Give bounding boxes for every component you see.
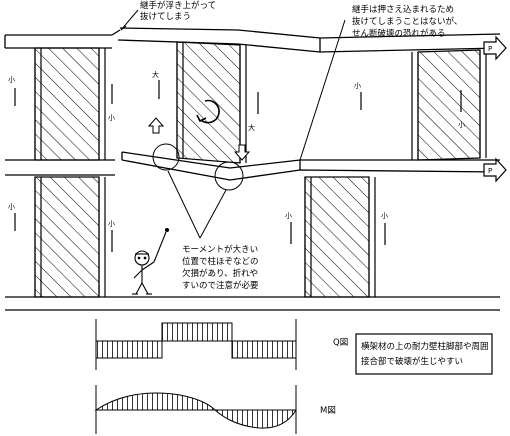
wall-panel-lower-left [34,176,100,298]
svg-text:位置で柱ほぞなどの: 位置で柱ほぞなどの [182,256,259,267]
wall-panel-upper-center [176,41,241,164]
load-label-middle: P [488,167,492,175]
svg-text:モーメントが大きい: モーメントが大きい [182,244,258,255]
size-markers [14,80,462,252]
svg-text:抜けてしまうことはないが、: 抜けてしまうことはないが、 [352,16,462,27]
large-label: 大 [248,123,255,132]
svg-text:接合部で破壊が生じやすい: 接合部で破壊が生じやすい [361,356,463,367]
leader-lines [120,9,346,239]
svg-text:継手が浮き上がって: 継手が浮き上がって [140,0,216,11]
small-label: 小 [108,113,115,122]
joint-circle-right [214,161,244,191]
moment-curve-lower [213,409,297,429]
svg-text:欠損があり、折れや: 欠損があり、折れや [182,268,258,279]
arrow-up-icon [147,117,165,134]
joint-circle-left [152,143,180,171]
svg-text:せん断破壊の恐れがある: せん断破壊の恐れがある [352,28,446,39]
small-label: 小 [381,211,388,220]
moment-diagram: M図 [94,385,336,434]
wall-panel-lower-right [304,176,370,298]
small-label: 小 [285,211,292,220]
wall-panel-upper-right [417,49,481,161]
shear-block-center [161,322,233,342]
load-arrow-middle: P [483,157,507,183]
arrow-right-icon [483,35,507,61]
annotation-middle: モーメントが大きい 位置で柱ほぞなどの 欠損があり、折れや すいので注意が必要 [182,244,259,291]
wall-panels [34,41,481,298]
small-label: 小 [8,202,15,211]
arrow-down-icon [233,144,251,161]
person-pointer-icon [132,227,170,295]
rotation-arrow-icon [196,99,220,124]
shear-diagram-label: Q図 [333,338,348,348]
small-label: 小 [108,219,115,228]
svg-text:横架材の上の耐力壁柱脚部や周囲: 横架材の上の耐力壁柱脚部や周囲 [361,341,489,352]
small-label: 小 [458,120,465,129]
svg-text:継手は押さえ込まれるため: 継手は押さえ込まれるため [352,4,454,15]
annotation-top-right: 継手は押さえ込まれるため 抜けてしまうことはないが、 せん断破壊の恐れがある [352,4,462,39]
moment-curve-upper [94,392,217,411]
large-label: 大 [152,70,159,79]
shear-diagram: Q図 [95,319,348,370]
arrow-right-icon [483,157,507,183]
small-label: 小 [8,75,15,84]
load-arrow-top: P [483,35,507,61]
load-label-top: P [488,45,492,53]
annotation-top-left: 継手が浮き上がって 抜けてしまう [140,0,216,22]
wall-panel-upper-left [34,47,100,161]
svg-text:抜けてしまう: 抜けてしまう [140,11,191,22]
small-label: 小 [354,81,361,90]
beams [4,27,501,311]
moment-diagram-label: M図 [320,406,336,416]
svg-text:すいので注意が必要: すいので注意が必要 [182,280,259,291]
posts [34,42,487,297]
note-box: 横架材の上の耐力壁柱脚部や周囲 接合部で破壊が生じやすい [355,333,493,375]
shear-block-left [95,340,163,359]
shear-block-right [231,340,297,359]
